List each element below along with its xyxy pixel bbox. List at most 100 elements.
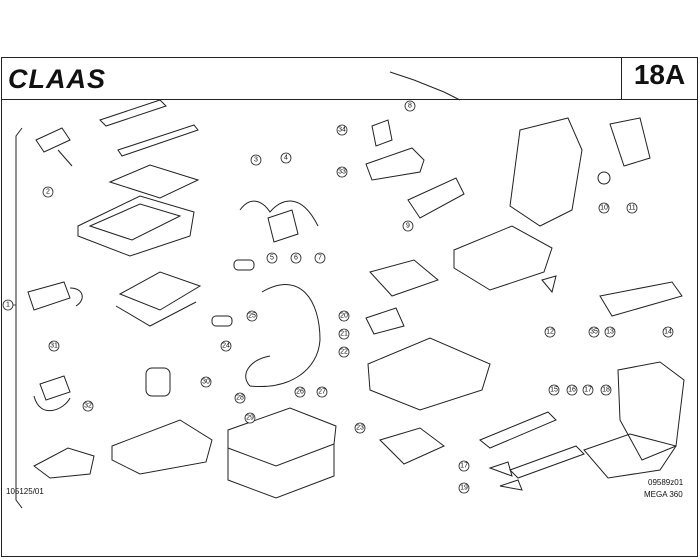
callout-14 bbox=[662, 326, 674, 338]
brand-logo: CLAAS bbox=[8, 64, 106, 94]
callout-34 bbox=[336, 124, 348, 136]
rail-16 bbox=[509, 445, 585, 479]
callout-label-22: 22 bbox=[340, 349, 348, 356]
scissor-mechanism-arm bbox=[115, 301, 197, 327]
callout-label-3: 3 bbox=[254, 157, 258, 164]
compressor bbox=[27, 281, 71, 311]
callout-26 bbox=[294, 386, 306, 398]
callout-label-13: 13 bbox=[606, 329, 614, 336]
callout-label-34: 34 bbox=[338, 127, 346, 134]
linkage-8 bbox=[389, 71, 461, 101]
callout-label-7: 7 bbox=[318, 255, 322, 262]
callout-29 bbox=[244, 412, 256, 424]
callout-15 bbox=[548, 384, 560, 396]
callout-27 bbox=[316, 386, 328, 398]
group-bracket bbox=[15, 127, 23, 509]
callout-label-27: 27 bbox=[318, 389, 326, 396]
callout-8 bbox=[404, 100, 416, 112]
callout-label-26: 26 bbox=[296, 389, 304, 396]
callout-17a bbox=[582, 384, 594, 396]
lower-frame-1-inner bbox=[88, 203, 182, 241]
callout-label-32: 32 bbox=[84, 403, 92, 410]
callout-label-15: 15 bbox=[550, 387, 558, 394]
armrest-cover-34 bbox=[371, 119, 393, 147]
filter-element bbox=[233, 259, 255, 271]
scissor-mechanism bbox=[118, 271, 202, 311]
shock-absorber-2 bbox=[35, 127, 71, 153]
callout-12 bbox=[544, 326, 556, 338]
cushion-tray-29 bbox=[227, 407, 337, 467]
lower-frame-1 bbox=[77, 195, 195, 257]
protective-bag-32 bbox=[33, 447, 95, 479]
callout-label-5: 5 bbox=[270, 255, 274, 262]
callout-9 bbox=[402, 220, 414, 232]
bracket-12 bbox=[541, 275, 557, 294]
callout-label-29: 29 bbox=[246, 415, 254, 422]
callout-13 bbox=[604, 326, 616, 338]
backrest-frame bbox=[509, 117, 583, 227]
callout-label-23: 23 bbox=[356, 425, 364, 432]
callout-21 bbox=[338, 328, 350, 340]
document-code: 105125/01 bbox=[6, 487, 44, 496]
callout-label-4: 4 bbox=[284, 155, 288, 162]
seat-frame bbox=[453, 225, 553, 291]
rail-15 bbox=[479, 411, 557, 449]
base-plate bbox=[108, 164, 200, 199]
callout-22 bbox=[338, 346, 350, 358]
callout-label-28: 28 bbox=[236, 395, 244, 402]
cushion-part-21 bbox=[365, 307, 405, 335]
callout-label-6: 6 bbox=[294, 255, 298, 262]
air-spring-30 bbox=[145, 367, 171, 397]
callout-33 bbox=[336, 166, 348, 178]
connector-24 bbox=[211, 315, 233, 327]
lower-frame-2 bbox=[111, 419, 213, 475]
callout-16 bbox=[566, 384, 578, 396]
callout-17b bbox=[458, 460, 470, 472]
cable-3-7 bbox=[239, 200, 319, 227]
trim-17 bbox=[488, 461, 513, 477]
knob-10 bbox=[597, 171, 611, 185]
callout-30 bbox=[200, 376, 212, 388]
callout-28 bbox=[234, 392, 246, 404]
callout-31 bbox=[48, 340, 60, 352]
slide-rail-upper bbox=[99, 99, 167, 127]
shock-absorber-rod bbox=[57, 149, 73, 167]
page-number: 18A bbox=[633, 59, 686, 90]
callout-5 bbox=[266, 252, 278, 264]
callout-35 bbox=[588, 326, 600, 338]
callout-32 bbox=[82, 400, 94, 412]
callout-4 bbox=[280, 152, 292, 164]
header-divider bbox=[1, 99, 698, 100]
slide-rail-lower bbox=[117, 124, 199, 157]
callout-label-21: 21 bbox=[340, 331, 348, 338]
callout-24 bbox=[220, 340, 232, 352]
callout-11 bbox=[626, 202, 638, 214]
model-name: MEGA 360 bbox=[644, 490, 683, 499]
callout-label-9: 9 bbox=[406, 223, 410, 230]
callout-10 bbox=[598, 202, 610, 214]
callout-label-12: 12 bbox=[546, 329, 554, 336]
callout-label-16: 16 bbox=[568, 387, 576, 394]
switch-31 bbox=[39, 375, 71, 401]
backrest-pad-11 bbox=[609, 117, 651, 167]
callout-23 bbox=[354, 422, 366, 434]
callout-label-20: 20 bbox=[340, 313, 348, 320]
callout-7 bbox=[314, 252, 326, 264]
callout-label-1: 1 bbox=[6, 302, 10, 309]
callout-label-8: 8 bbox=[408, 103, 412, 110]
callout-label-11: 11 bbox=[628, 205, 635, 212]
callout-label-17b: 17 bbox=[460, 463, 468, 470]
adjuster-9 bbox=[407, 177, 465, 219]
diagram-frame bbox=[1, 57, 698, 557]
armrest-33 bbox=[365, 147, 425, 181]
seat-cushion-18 bbox=[583, 433, 677, 479]
callout-label-33: 33 bbox=[338, 169, 346, 176]
seat-base-22 bbox=[367, 337, 491, 411]
page-number-box bbox=[621, 57, 698, 100]
switch-31-cable bbox=[33, 395, 71, 412]
callout-25 bbox=[246, 310, 258, 322]
callout-label-19: 19 bbox=[460, 485, 468, 492]
drawing-code: 09589z01 bbox=[648, 478, 684, 487]
